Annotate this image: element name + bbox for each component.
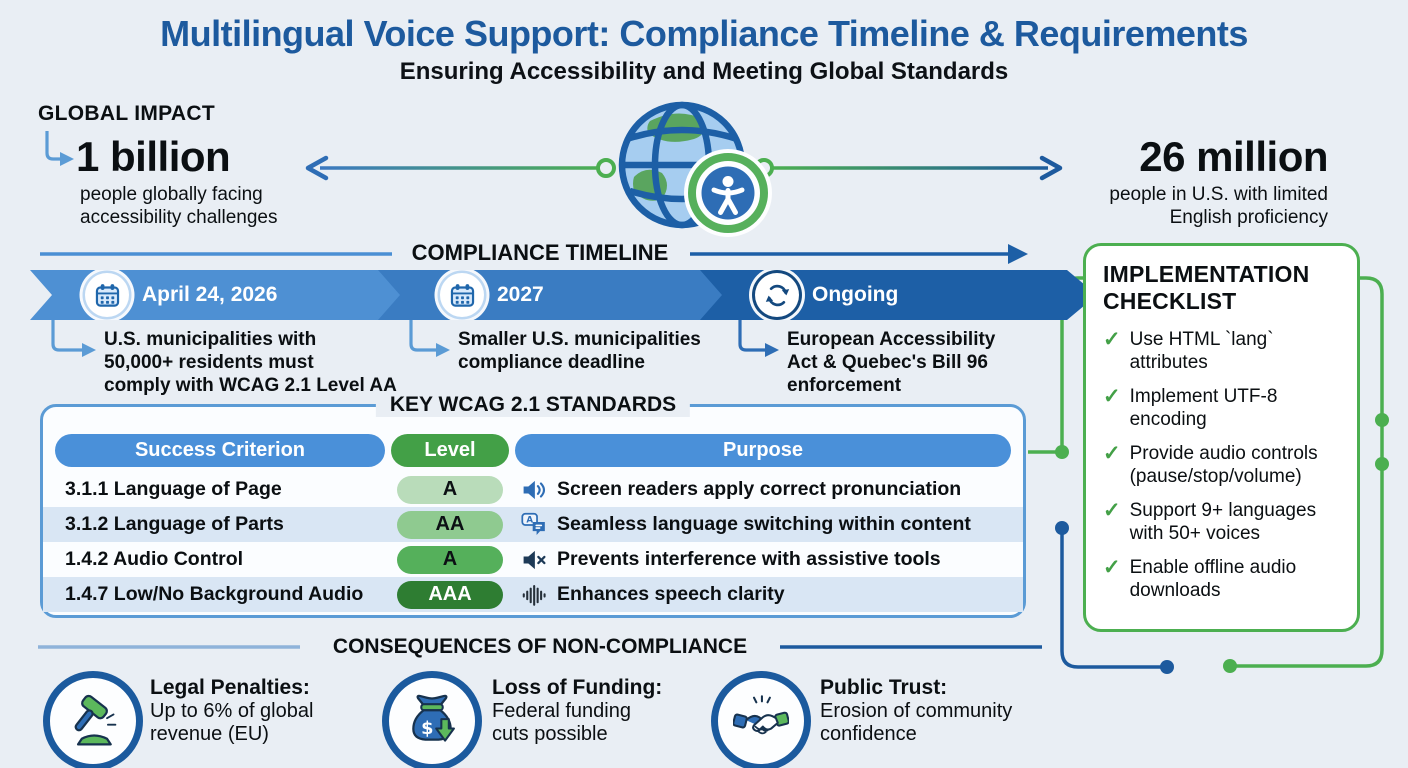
checklist-item: ✓ Enable offline audio downloads — [1103, 556, 1297, 601]
criterion-cell: 1.4.2 Audio Control — [65, 548, 244, 570]
milestone-description: European Accessibility Act & Quebec's Bi… — [787, 329, 996, 396]
consequence-item: Legal Penalties: Up to 6% of global reve… — [150, 676, 313, 746]
consequence-title: Public Trust: — [820, 676, 948, 699]
table-row: 1.4.2 Audio Control A Prevents interfere… — [43, 542, 1023, 577]
criterion-cell: 3.1.1 Language of Page — [65, 478, 282, 500]
global-impact-heading: GLOBAL IMPACT — [38, 102, 215, 125]
consequence-title: Loss of Funding: — [492, 676, 663, 699]
criterion-cell: 1.4.7 Low/No Background Audio — [65, 583, 364, 605]
stat-us-lep: 26 million people in U.S. with limited E… — [1040, 134, 1328, 229]
checklist-heading: IMPLEMENTATION CHECKLIST — [1103, 261, 1310, 314]
column-purpose: Purpose — [515, 434, 1011, 467]
purpose-cell: Enhances speech clarity — [515, 582, 1011, 608]
level-badge: A — [397, 475, 503, 504]
globe-accessibility-icon — [610, 95, 778, 246]
page-title: Multilingual Voice Support: Compliance T… — [160, 13, 1248, 54]
timeline-milestone-2026: April 24, 2026 — [30, 270, 450, 320]
stat-global-description: people globally facing accessibility cha… — [80, 184, 278, 228]
checklist-items: ✓ Use HTML `lang` attributes ✓ Implement… — [1103, 328, 1347, 602]
checklist-item: ✓ Implement UTF-8 encoding — [1103, 385, 1278, 430]
timeline-milestone-2027: 2027 — [378, 270, 770, 320]
stat-global: 1 billion people globally facing accessi… — [76, 134, 278, 229]
calendar-icon — [440, 273, 484, 317]
checkmark-icon: ✓ — [1103, 328, 1121, 351]
page-subtitle: Ensuring Accessibility and Meeting Globa… — [399, 58, 1009, 85]
criterion-cell: 3.1.2 Language of Parts — [65, 513, 284, 535]
consequence-item: Public Trust: Erosion of community confi… — [820, 676, 1012, 746]
table-heading: KEY WCAG 2.1 STANDARDS — [375, 393, 691, 417]
money-bag-icon: $ — [382, 671, 482, 768]
checklist-item: ✓ Support 9+ languages with 50+ voices — [1103, 499, 1317, 544]
purpose-cell: Prevents interference with assistive too… — [515, 547, 1011, 573]
waveform-icon — [521, 582, 547, 608]
milestone-label: 2027 — [497, 283, 544, 306]
stat-us-lep-description: people in U.S. with limited English prof… — [1109, 184, 1328, 228]
stat-global-value: 1 billion — [76, 133, 231, 180]
checklist-item: ✓ Provide audio controls (pause/stop/vol… — [1103, 442, 1318, 487]
consequence-description: Up to 6% of global revenue (EU) — [150, 700, 314, 745]
table-row: 3.1.2 Language of Parts AA A Seaml — [43, 507, 1023, 542]
level-badge: AAA — [397, 580, 503, 609]
consequence-item: Loss of Funding: Federal funding cuts po… — [492, 676, 662, 746]
level-badge: A — [397, 545, 503, 574]
wcag-standards-table: KEY WCAG 2.1 STANDARDS Success Criterion… — [40, 393, 1026, 618]
timeline-milestone-ongoing: Ongoing — [700, 270, 1097, 320]
table-body: 3.1.1 Language of Page A Screen readers … — [43, 472, 1023, 612]
checkmark-icon: ✓ — [1103, 385, 1121, 408]
milestone-label: April 24, 2026 — [142, 283, 278, 306]
purpose-cell: A Seamless language switching within con… — [515, 512, 1011, 538]
level-badge: AA — [397, 510, 503, 539]
gavel-icon — [43, 671, 143, 768]
column-success-criterion: Success Criterion — [55, 434, 385, 467]
table-row: 3.1.1 Language of Page A Screen readers … — [43, 472, 1023, 507]
checkmark-icon: ✓ — [1103, 499, 1121, 522]
consequence-description: Erosion of community confidence — [820, 700, 1013, 745]
milestone-label: Ongoing — [812, 283, 899, 306]
svg-text:$: $ — [421, 719, 433, 739]
column-level: Level — [391, 434, 509, 467]
svg-text:A: A — [526, 515, 533, 525]
checklist-item: ✓ Use HTML `lang` attributes — [1103, 328, 1274, 373]
purpose-text: Screen readers apply correct pronunciati… — [557, 478, 962, 500]
purpose-cell: Screen readers apply correct pronunciati… — [515, 477, 1011, 503]
table-row: 1.4.7 Low/No Background Audio AAA — [43, 577, 1023, 612]
consequence-title: Legal Penalties: — [150, 676, 310, 699]
speaker-icon — [521, 477, 547, 503]
muted-speaker-icon — [521, 547, 547, 573]
purpose-text: Enhances speech clarity — [557, 583, 785, 605]
checkmark-icon: ✓ — [1103, 442, 1121, 465]
consequences-heading: CONSEQUENCES OF NON-COMPLIANCE — [332, 635, 748, 658]
translate-icon: A — [521, 512, 547, 538]
timeline-heading: COMPLIANCE TIMELINE — [411, 240, 669, 265]
stat-us-lep-value: 26 million — [1139, 133, 1328, 180]
table-header-row: Success Criterion Level Purpose — [43, 434, 1023, 467]
consequence-description: Federal funding cuts possible — [492, 700, 631, 745]
checkmark-icon: ✓ — [1103, 556, 1121, 579]
calendar-icon — [85, 273, 129, 317]
refresh-icon — [755, 273, 799, 317]
purpose-text: Seamless language switching within conte… — [557, 513, 971, 535]
implementation-checklist: IMPLEMENTATION CHECKLIST ✓ Use HTML `lan… — [1083, 243, 1360, 632]
milestone-description: Smaller U.S. municipalities compliance d… — [458, 329, 701, 373]
milestone-description: U.S. municipalities with 50,000+ residen… — [104, 329, 397, 396]
purpose-text: Prevents interference with assistive too… — [557, 548, 941, 570]
handshake-icon — [711, 671, 811, 768]
